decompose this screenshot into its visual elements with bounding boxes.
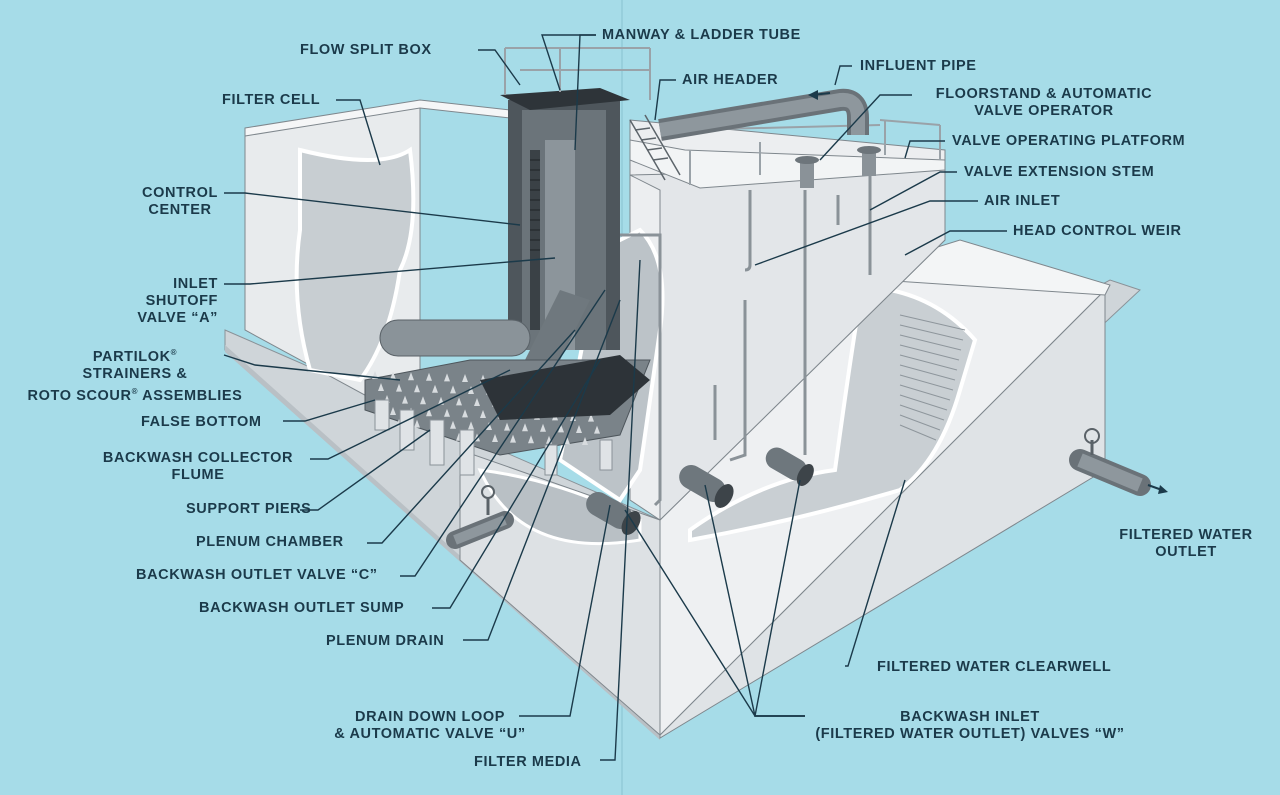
strainer-spike — [528, 435, 534, 444]
strainer-spike — [414, 419, 420, 428]
strainer-spike — [558, 424, 564, 433]
strainer-spike — [444, 408, 450, 417]
label-influent-pipe: INFLUENT PIPE — [860, 58, 977, 74]
strainer-spike — [540, 423, 546, 432]
strainer-spike — [444, 373, 450, 382]
label-false-bottom: FALSE BOTTOM — [141, 414, 262, 430]
filter-cell-structure — [244, 99, 946, 522]
leader-lines — [223, 34, 1007, 761]
strainer-spike — [462, 409, 468, 418]
label-support-piers: SUPPORT PIERS — [186, 501, 312, 517]
strainer-spike — [480, 410, 486, 418]
strainer-spike — [468, 386, 474, 394]
strainer-spike — [414, 384, 420, 393]
strainer-spike — [396, 383, 402, 392]
strainer-spike — [582, 437, 588, 445]
strainer-spike — [522, 423, 528, 432]
backwash-inlet-valves — [586, 447, 814, 535]
strainer-spike — [588, 413, 594, 422]
strainer-spike — [486, 422, 492, 430]
strainer-spike — [390, 407, 396, 415]
strainer-spike — [450, 420, 456, 429]
strainer-spike — [576, 425, 582, 433]
strainer-spike — [462, 374, 468, 382]
strainer-spike — [426, 372, 432, 381]
strainer-spike — [474, 398, 480, 406]
label-head-control-weir: HEAD CONTROL WEIR — [1013, 223, 1182, 239]
strainer-spike — [378, 383, 384, 391]
strainer-spike — [432, 384, 438, 393]
strainer-spike — [408, 372, 414, 381]
strainer-spike — [504, 422, 510, 431]
label-plenum-chamber: PLENUM CHAMBER — [196, 534, 344, 550]
strainer-spike — [456, 397, 462, 406]
false-bottom — [364, 355, 651, 476]
strainer-spike — [390, 371, 396, 380]
filtered-water-outlet-pipe — [1069, 428, 1168, 496]
label-air-header: AIR HEADER — [682, 72, 779, 88]
strainer-spike — [468, 421, 474, 430]
label-air-inlet: AIR INLET — [984, 193, 1061, 209]
strainer-spike — [426, 408, 432, 417]
label-filter-cell: FILTER CELL — [222, 92, 321, 108]
strainer-spike — [402, 395, 408, 404]
strainer-spike — [450, 385, 456, 394]
strainer-spike — [420, 396, 426, 405]
strainer-spike — [594, 425, 600, 434]
strainer-spike — [510, 434, 516, 443]
backwash-outlet-pipe — [446, 485, 514, 549]
label-backwash-outlet-valve: BACKWASH OUTLET VALVE “C” — [136, 567, 378, 583]
clearwell-structure — [659, 239, 1111, 739]
strainer-spike — [492, 434, 498, 442]
valve-stems — [620, 175, 872, 507]
label-plenum-drain: PLENUM DRAIN — [326, 633, 445, 649]
label-filtered-water-clearwell: FILTERED WATER CLEARWELL — [877, 659, 1112, 675]
label-valve-extension-stem: VALVE EXTENSION STEM — [964, 164, 1155, 180]
strainer-spike — [564, 436, 570, 445]
label-filter-media: FILTER MEDIA — [474, 754, 582, 770]
label-valve-operating-platform: VALVE OPERATING PLATFORM — [952, 133, 1186, 149]
label-backwash-inlet-valves: BACKWASH INLET(FILTERED WATER OUTLET) VA… — [815, 709, 1125, 742]
label-flow-split-box: FLOW SPLIT BOX — [300, 42, 432, 58]
label-manway-ladder-tube: MANWAY & LADDER TUBE — [602, 27, 801, 43]
label-partilok-strainers: PARTILOK® STRAINERS & ROTO SCOUR® ASSEMB… — [27, 348, 243, 404]
label-drain-down-loop: DRAIN DOWN LOOP& AUTOMATIC VALVE “U” — [334, 709, 526, 742]
label-backwash-outlet-sump: BACKWASH OUTLET SUMP — [199, 600, 405, 616]
